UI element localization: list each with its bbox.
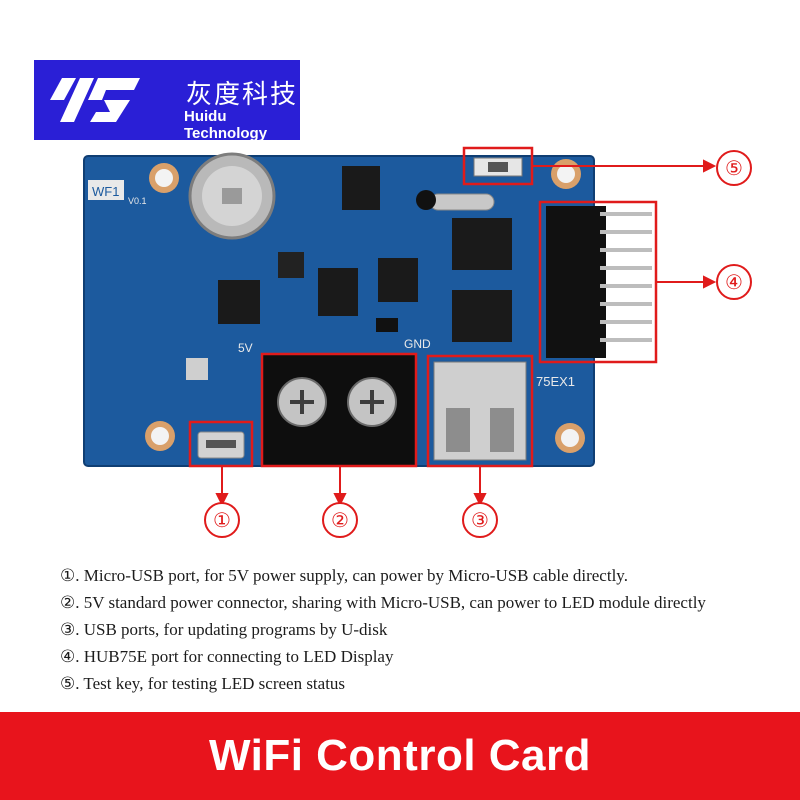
hub75e-pins [600, 212, 652, 342]
callout-4: ④ [725, 272, 743, 294]
brand-name-en: Huidu Technology [184, 108, 268, 142]
ground-label: GND [404, 337, 431, 351]
version-label: V0.1 [128, 196, 147, 206]
legend-list: ①. Micro-USB port, for 5V power supply, … [60, 562, 780, 697]
board-svg: WF1 V0.1 5V GND 75EX1 [83, 146, 752, 538]
huidu-logo-mark-icon [50, 78, 140, 122]
model-label: WF1 [92, 184, 119, 199]
callout-3: ③ [471, 510, 489, 532]
board-illustration: WF1 V0.1 5V GND 75EX1 [0, 140, 800, 550]
callout-5: ⑤ [725, 158, 743, 180]
title-banner: WiFi Control Card [0, 712, 800, 800]
hub75e-header [546, 206, 606, 358]
mounting-holes [145, 159, 585, 453]
legend-item-1: ①. Micro-USB port, for 5V power supply, … [60, 566, 628, 585]
ic-chips [186, 166, 512, 380]
banner-title: WiFi Control Card [208, 731, 592, 780]
brand-name-cn: 灰度科技 [186, 80, 299, 110]
callout-circles: ⑤ ④ ① ② ③ [204, 150, 752, 538]
callout-lines [215, 159, 717, 507]
legend-item-4: ④. HUB75E port for connecting to LED Dis… [60, 647, 394, 666]
model-label-box [88, 180, 124, 200]
voltage-label: 5V [238, 341, 253, 355]
legend-item-5: ⑤. Test key, for testing LED screen stat… [60, 674, 346, 693]
inductor [416, 190, 436, 210]
crystal [429, 193, 495, 211]
legend-item-2: ②. 5V standard power connector, sharing … [60, 593, 706, 612]
port-label: 75EX1 [536, 374, 575, 389]
brand-logo: 灰度科技 Huidu Technology [34, 60, 300, 142]
coin-battery [188, 152, 276, 240]
callout-1: ① [213, 510, 231, 532]
legend-item-3: ③. USB ports, for updating programs by U… [60, 620, 388, 639]
callout-2: ② [331, 510, 349, 532]
